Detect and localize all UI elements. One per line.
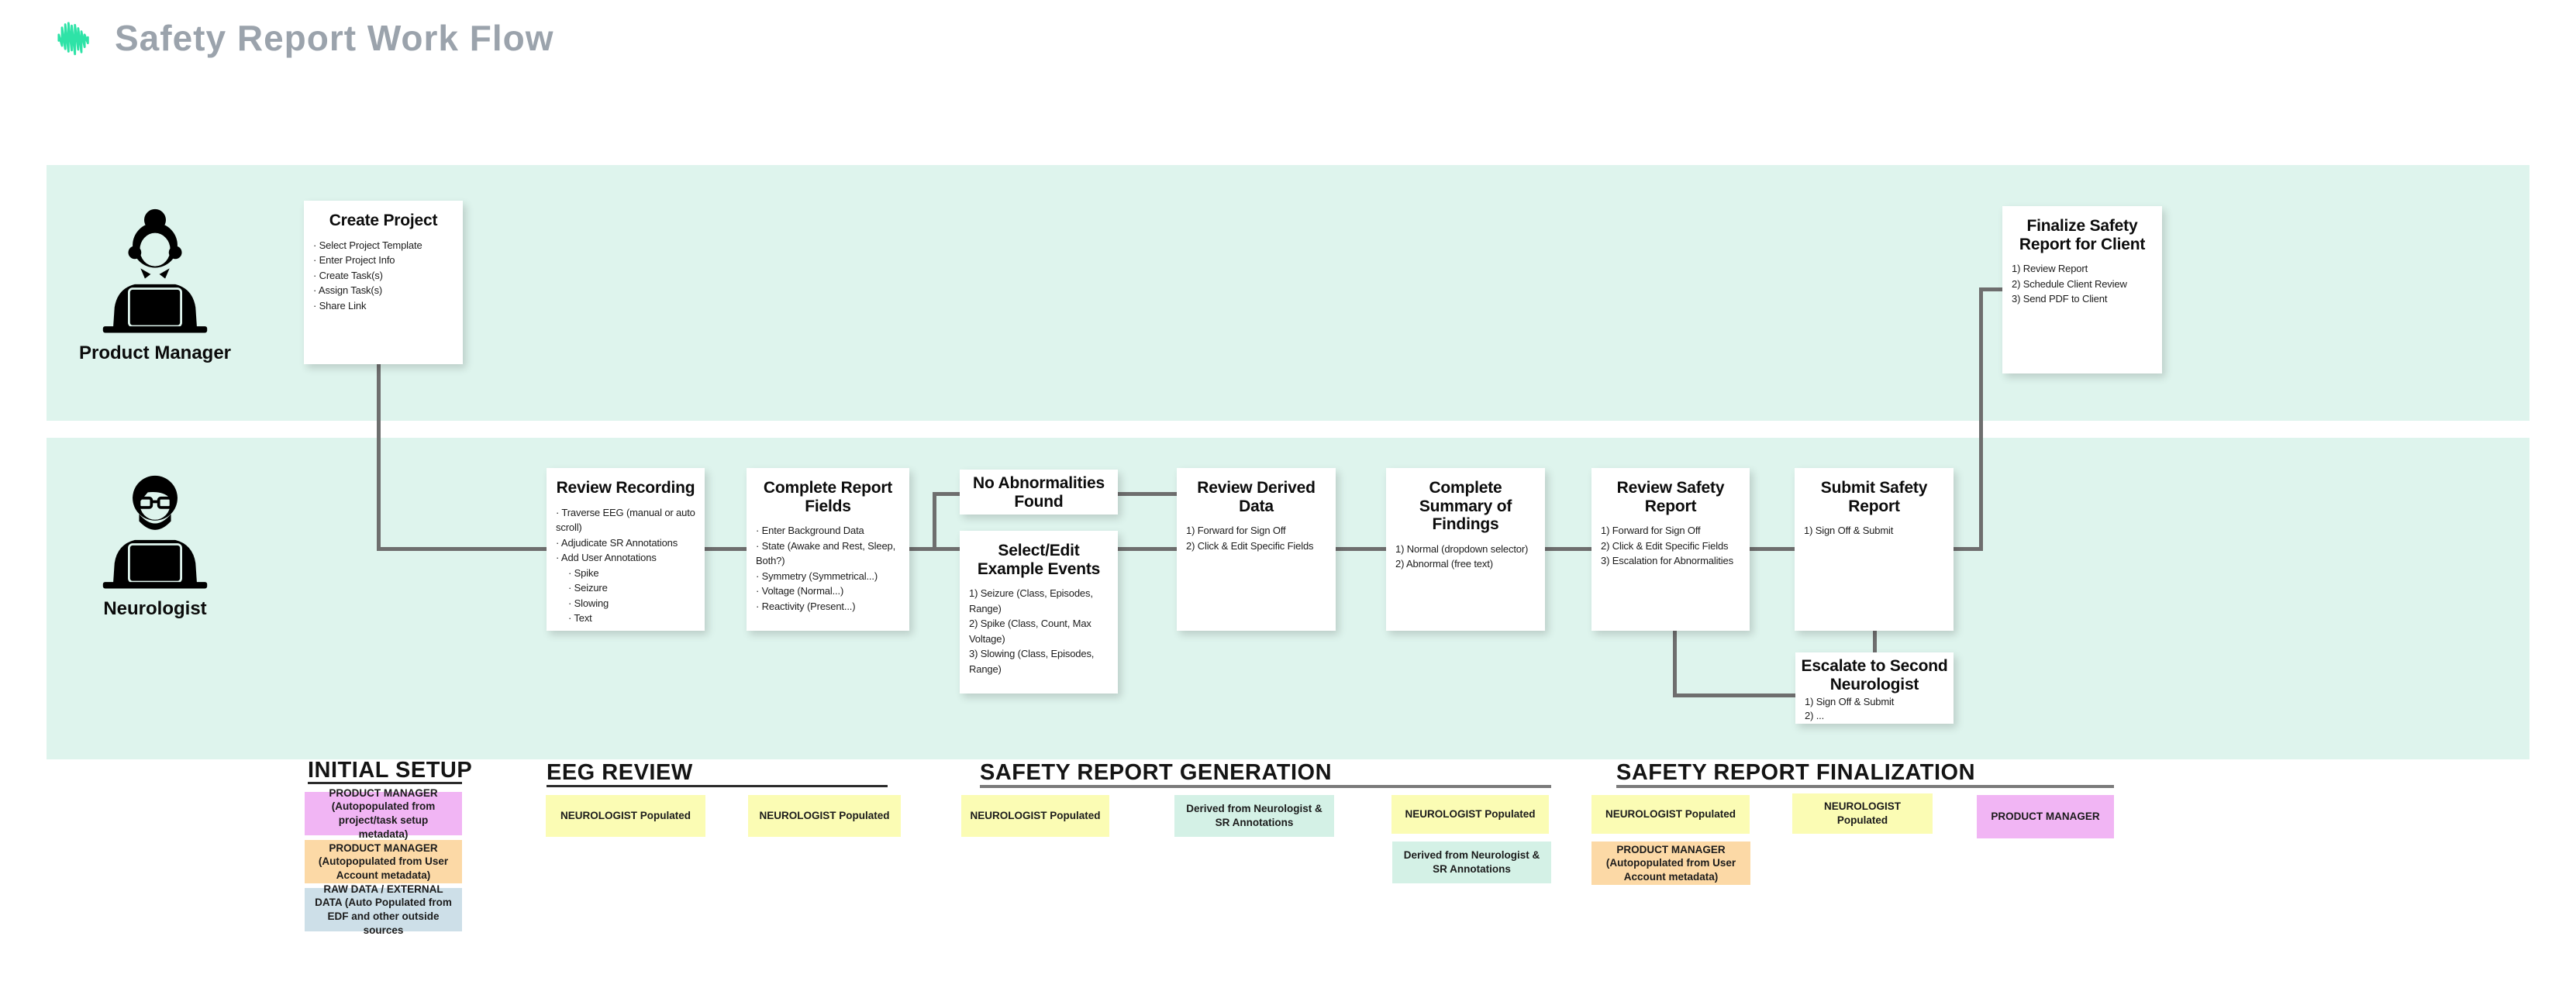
- card-body: 1) Forward for Sign Off 2) Click & Edit …: [1186, 525, 1314, 552]
- legend-header-initial-setup: INITIAL SETUP: [308, 758, 473, 783]
- card-body: · Select Project Template · Enter Projec…: [313, 239, 422, 311]
- card-body: 1) Seizure (Class, Episodes, Range) 2) S…: [969, 587, 1095, 675]
- card-title: No Abnormalities Found: [973, 474, 1105, 511]
- card-title: Escalate to Second Neurologist: [1801, 657, 1948, 694]
- connector: [1979, 287, 2002, 291]
- neurologist-label: Neurologist: [103, 598, 207, 619]
- legend-box: RAW DATA / EXTERNAL DATA (Auto Populated…: [305, 883, 462, 936]
- eeg-waveform-icon: [57, 22, 89, 56]
- card-body: · Traverse EEG (manual or auto scroll) ·…: [556, 506, 695, 625]
- card-title: Review Safety Report: [1616, 479, 1725, 515]
- connector: [377, 547, 547, 551]
- card-title: Review Derived Data: [1197, 479, 1316, 515]
- product-manager-icon: [102, 208, 208, 333]
- legend-rule: [980, 785, 1551, 788]
- connector: [1673, 631, 1677, 697]
- connector: [705, 547, 747, 551]
- card-complete-summary-of-findings: Complete Summary of Findings 1) Normal (…: [1386, 468, 1545, 631]
- connector: [1118, 547, 1177, 551]
- card-complete-report-fields: Complete Report Fields · Enter Backgroun…: [747, 468, 909, 631]
- neurologist-figure: Neurologist: [81, 463, 229, 620]
- card-title: Select/Edit Example Events: [977, 542, 1101, 578]
- connector: [1673, 694, 1795, 697]
- connector: [1750, 547, 1795, 551]
- connector: [933, 492, 960, 496]
- connector: [1545, 547, 1591, 551]
- page-title: Safety Report Work Flow: [115, 18, 554, 58]
- card-title: Review Recording: [556, 479, 695, 497]
- card-title: Submit Safety Report: [1820, 479, 1928, 515]
- header: Safety Report Work Flow: [54, 17, 554, 59]
- connector: [1118, 492, 1177, 496]
- card-select-edit-example-events: Select/Edit Example Events 1) Seizure (C…: [960, 531, 1118, 694]
- connector: [1336, 547, 1386, 551]
- legend-box: PRODUCT MANAGER (Autopopulated from User…: [1591, 842, 1750, 885]
- card-create-project: Create Project · Select Project Template…: [304, 201, 463, 364]
- card-body: 1) Review Report 2) Schedule Client Revi…: [2012, 263, 2127, 305]
- card-review-recording: Review Recording · Traverse EEG (manual …: [547, 468, 705, 631]
- card-review-safety-report: Review Safety Report 1) Forward for Sign…: [1591, 468, 1750, 631]
- legend-box: NEUROLOGIST Populated: [748, 795, 901, 837]
- card-title: Complete Report Fields: [763, 479, 893, 515]
- legend-box: PRODUCT MANAGER (Autopopulated from proj…: [305, 787, 462, 840]
- card-submit-safety-report: Submit Safety Report 1) Sign Off & Submi…: [1795, 468, 1954, 631]
- card-finalize-safety-report: Finalize Safety Report for Client 1) Rev…: [2002, 206, 2162, 373]
- connector: [1954, 547, 1983, 551]
- card-no-abnormalities-found: No Abnormalities Found: [960, 470, 1118, 515]
- legend-box: NEUROLOGIST Populated: [546, 795, 705, 837]
- card-body: 1) Sign Off & Submit 2) ...: [1805, 696, 1895, 721]
- legend-box: PRODUCT MANAGER (Autopopulated from User…: [305, 840, 462, 883]
- legend-header-safety-report-generation: SAFETY REPORT GENERATION: [980, 760, 1333, 785]
- legend-header-eeg-review: EEG REVIEW: [547, 760, 693, 785]
- legend-box: NEUROLOGIST Populated: [1792, 793, 1933, 834]
- connector: [1979, 287, 1983, 551]
- legend-header-safety-report-finalization: SAFETY REPORT FINALIZATION: [1616, 760, 1976, 785]
- legend-box: NEUROLOGIST Populated: [1391, 795, 1549, 834]
- card-escalate-to-second-neurologist: Escalate to Second Neurologist 1) Sign O…: [1795, 652, 1954, 724]
- card-title: Finalize Safety Report for Client: [2019, 217, 2146, 253]
- neurologist-icon: [102, 475, 208, 589]
- connector: [377, 364, 381, 551]
- card-review-derived-data: Review Derived Data 1) Forward for Sign …: [1177, 468, 1336, 631]
- card-body: 1) Sign Off & Submit: [1804, 525, 1894, 537]
- card-title: Create Project: [329, 212, 438, 229]
- card-body: · Enter Background Data · State (Awake a…: [756, 525, 896, 612]
- product-manager-figure: Product Manager: [78, 208, 232, 364]
- legend-box: Derived from Neurologist & SR Annotation…: [1174, 795, 1334, 837]
- card-title: Complete Summary of Findings: [1419, 479, 1512, 534]
- card-body: 1) Normal (dropdown selector) 2) Abnorma…: [1395, 542, 1529, 570]
- legend-rule: [1616, 785, 2114, 788]
- legend-box: NEUROLOGIST Populated: [1591, 795, 1750, 834]
- product-manager-label: Product Manager: [78, 342, 232, 363]
- legend-box: PRODUCT MANAGER: [1977, 795, 2114, 838]
- legend-rule: [308, 782, 462, 784]
- legend-box: NEUROLOGIST Populated: [961, 795, 1109, 837]
- legend-rule: [547, 785, 888, 787]
- connector: [933, 492, 936, 551]
- connector: [1873, 631, 1877, 652]
- card-body: 1) Forward for Sign Off 2) Click & Edit …: [1601, 525, 1733, 567]
- legend-box: Derived from Neurologist & SR Annotation…: [1392, 842, 1551, 883]
